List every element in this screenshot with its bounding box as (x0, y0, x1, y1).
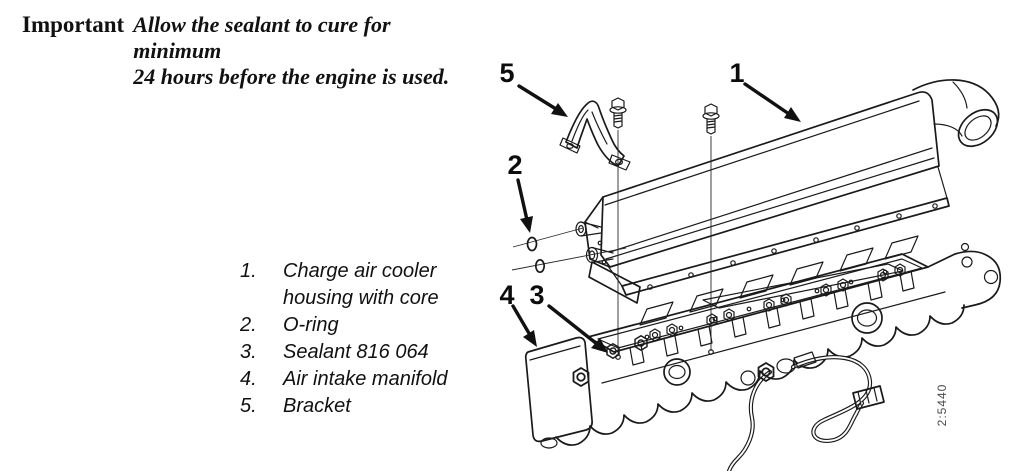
list-item-label: Charge air cooler housing with core (283, 260, 439, 309)
list-item-label: Bracket (283, 395, 351, 417)
callout-number-4: 4 (499, 280, 515, 310)
callout-number-5: 5 (499, 58, 515, 88)
important-note: Important Allow the sealant to cure for … (22, 12, 478, 90)
list-item-number: 1. (240, 260, 257, 282)
bolt-drawing (609, 97, 627, 360)
list-item-label: O-ring (283, 314, 339, 336)
list-item-label: Sealant 816 064 (283, 341, 429, 363)
wiring-harness-drawing (726, 351, 885, 471)
charge-air-cooler-housing-drawing (575, 79, 1000, 304)
list-item-number: 2. (240, 314, 257, 336)
list-item-label: Air intake manifold (283, 368, 448, 390)
list-item-number: 5. (240, 395, 257, 417)
list-item-number: 4. (240, 368, 257, 390)
list-item: 2. O-ring (240, 312, 476, 339)
important-text-line1: Allow the sealant to cure for minimum (133, 12, 391, 63)
list-item-number: 3. (240, 341, 257, 363)
callout-number-3: 3 (529, 280, 545, 310)
bracket-drawing (559, 100, 631, 171)
list-item: 1. Charge air cooler housing with core (240, 258, 476, 312)
parts-list: 1. Charge air cooler housing with core 2… (240, 258, 476, 420)
callout-arrows (511, 82, 801, 353)
important-text-line2: 24 hours before the engine is used. (133, 64, 450, 89)
figure-number: 2:5440 (935, 383, 949, 427)
list-item: 3. Sealant 816 064 (240, 339, 476, 366)
callout-number-2: 2 (507, 150, 523, 180)
list-item: 4. Air intake manifold (240, 366, 476, 393)
callout-number-1: 1 (729, 58, 745, 88)
list-item: 5. Bracket (240, 393, 476, 420)
air-intake-manifold-drawing (524, 235, 1002, 449)
important-text: Allow the sealant to cure for minimum 24… (133, 12, 478, 90)
o-ring-drawing (511, 227, 627, 274)
important-label: Important (22, 12, 125, 37)
